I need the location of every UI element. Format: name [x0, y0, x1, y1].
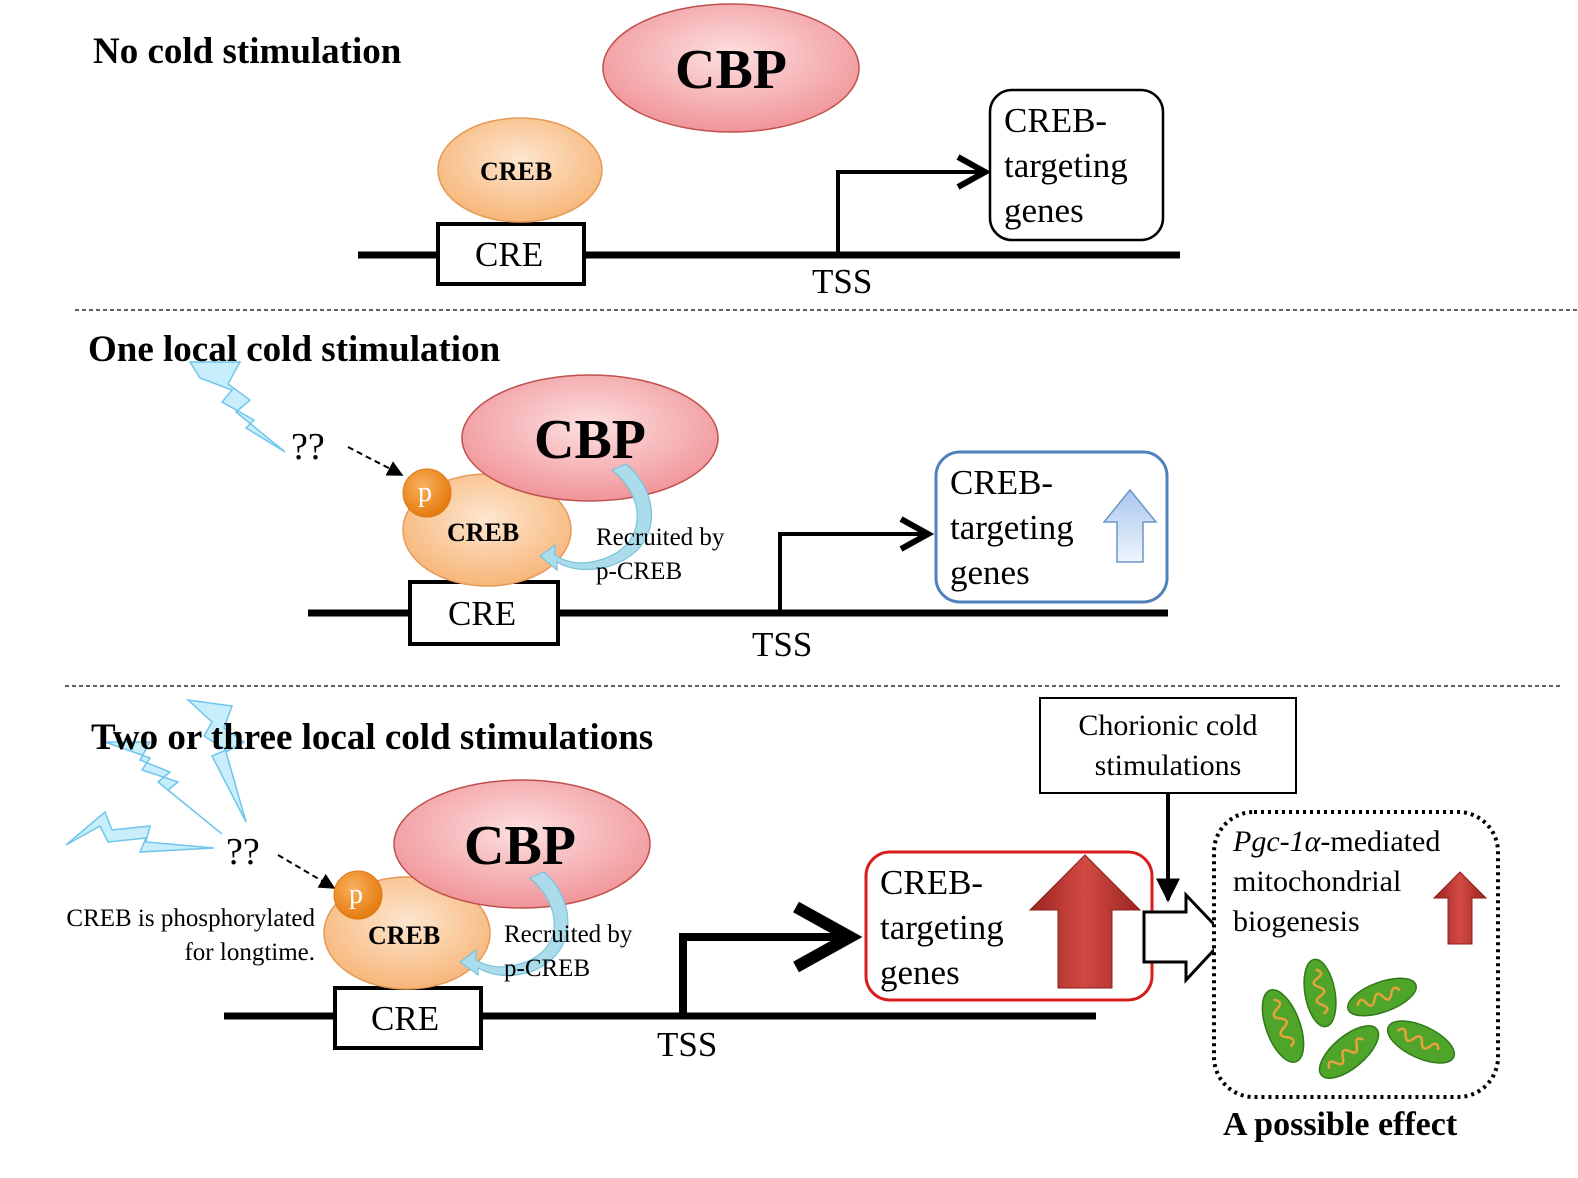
panel-no-stimulation: [358, 3, 1180, 286]
chronic-box-outline: [1039, 697, 1297, 794]
tss-label: TSS: [752, 625, 813, 664]
cbp-label: CBP: [675, 39, 787, 101]
gene-box-text: CREB- targeting genes: [880, 860, 1004, 995]
panel-heading-no-stimulation: No cold stimulation: [93, 31, 402, 72]
gene-box-line: genes: [880, 953, 960, 992]
gene-box-line: targeting: [950, 508, 1074, 547]
tss-arrow: [679, 937, 850, 1014]
gene-box-line: targeting: [880, 908, 1004, 947]
curved-arrow-icon: [539, 463, 653, 572]
gene-box-line: targeting: [1004, 146, 1128, 185]
panel-heading-one-stimulation: One local cold stimulation: [88, 329, 501, 370]
effect-line-3: biogenesis: [1233, 905, 1360, 938]
cre-label: CRE: [475, 235, 544, 274]
chronic-line: stimulations: [1094, 749, 1242, 782]
dashed-arrow-icon: [347, 446, 404, 476]
cbp-label: CBP: [534, 409, 646, 471]
recruited-note: Recruited by p-CREB: [596, 521, 724, 589]
phospho-label: p: [418, 477, 432, 508]
gene-name-italic: Pgc-1α: [1233, 825, 1321, 858]
up-arrow-icon: [1102, 488, 1158, 563]
mitochondrion-icon: [1303, 958, 1337, 1028]
up-arrow-icon: [1028, 854, 1142, 989]
gene-box-line: genes: [950, 553, 1030, 592]
tss-label: TSS: [657, 1025, 718, 1064]
lightning-bolt-icon: [104, 741, 223, 835]
chronic-stimulation-text: Chorionic cold stimulations: [1040, 706, 1296, 786]
creb-label: CREB: [480, 157, 553, 186]
phospho-circle: [402, 468, 452, 518]
panel-one-stimulation: [188, 361, 1169, 646]
recruited-note-line: Recruited by: [596, 524, 725, 551]
mitochondrion-icon: [1261, 989, 1305, 1063]
effect-line-1: Pgc-1α-mediated: [1233, 822, 1440, 862]
dashed-arrow-icon: [277, 854, 336, 889]
mitochondria-cluster: [1261, 958, 1456, 1079]
effect-box-text: Pgc-1α-mediated mitochondrial biogenesis: [1233, 822, 1440, 942]
gene-box-line: CREB-: [950, 463, 1054, 502]
gene-box-line: genes: [1004, 191, 1084, 230]
up-arrow-icon: [1432, 871, 1488, 945]
mitochondrion-icon: [1386, 1020, 1456, 1064]
creb-label: CREB: [447, 518, 520, 547]
curved-arrow-icon: [458, 871, 569, 977]
gene-box-text: CREB- targeting genes: [1004, 98, 1128, 233]
creb-label: CREB: [368, 921, 441, 950]
phospho-note-line: CREB is phosphorylated: [66, 905, 315, 932]
gene-box-outline: [988, 88, 1165, 242]
gene-box-line: CREB-: [880, 863, 984, 902]
phospho-note-line: for longtime.: [184, 939, 315, 966]
recruited-note-line: Recruited by: [504, 921, 633, 948]
cre-box: [436, 222, 586, 286]
gene-box-text: CREB- targeting genes: [950, 460, 1074, 595]
chronic-line: Chorionic cold: [1078, 709, 1258, 742]
gene-box-outline: [934, 450, 1169, 604]
lightning-bolt-icon: [185, 698, 247, 823]
cbp-ellipse: [461, 374, 719, 502]
panel-heading-multi-stimulation: Two or three local cold stimulations: [91, 717, 654, 758]
effect-line-2: mitochondrial: [1233, 865, 1402, 898]
creb-ellipse: [437, 117, 603, 223]
cre-label: CRE: [448, 594, 517, 633]
tss-label: TSS: [812, 262, 873, 301]
effect-line-1-rest: -mediated: [1320, 825, 1441, 858]
unknown-signal-label: ??: [291, 426, 325, 468]
phospho-circle: [333, 870, 383, 920]
phospho-label: p: [349, 879, 363, 910]
recruited-note-line: p-CREB: [504, 955, 591, 982]
recruited-note: Recruited by p-CREB: [504, 918, 632, 986]
mitochondrion-icon: [1347, 977, 1417, 1017]
cbp-ellipse: [393, 779, 651, 909]
cbp-label: CBP: [464, 815, 576, 877]
unknown-signal-label: ??: [226, 831, 260, 873]
tss-arrow: [778, 534, 928, 611]
lightning-bolt-icon: [65, 810, 215, 853]
mitochondrion-icon: [1318, 1025, 1380, 1079]
panel-multi-stimulation: [65, 697, 1500, 1099]
recruited-note-line: p-CREB: [596, 558, 683, 585]
effect-caption: A possible effect: [1223, 1106, 1458, 1143]
tss-arrow: [836, 172, 985, 253]
phospho-note: CREB is phosphorylated for longtime.: [30, 902, 315, 970]
cre-label: CRE: [371, 999, 440, 1038]
hollow-arrow-icon: [1142, 891, 1229, 984]
cbp-ellipse: [602, 3, 860, 133]
lightning-bolt-icon: [188, 361, 286, 453]
gene-box-line: CREB-: [1004, 101, 1108, 140]
